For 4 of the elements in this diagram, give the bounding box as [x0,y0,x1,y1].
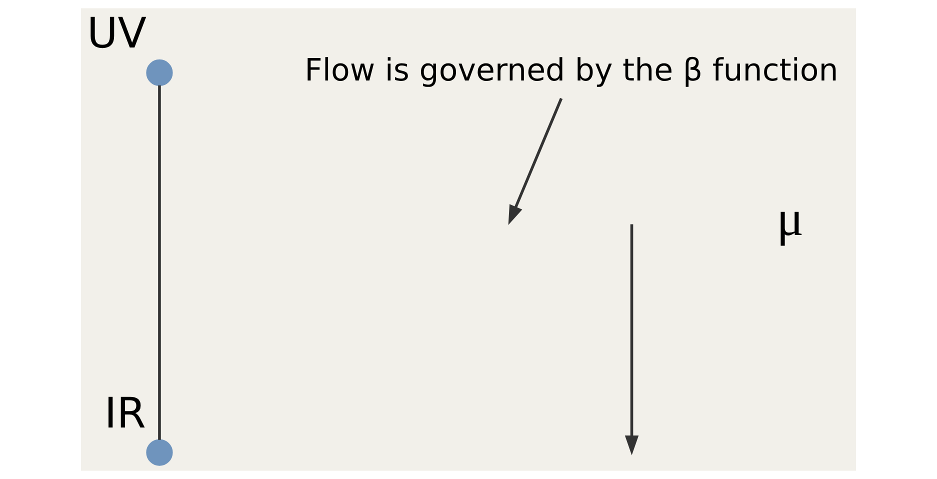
label: μ [776,190,804,246]
node-text: Flow is governed by the β function [304,52,838,89]
node-label: UV [86,8,147,58]
node-label: IR [104,388,146,438]
